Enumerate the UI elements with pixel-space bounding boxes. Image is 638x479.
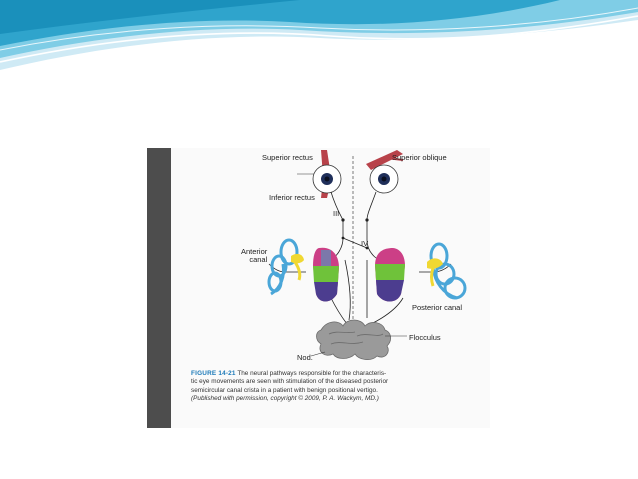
caption-line-4: (Published with permission, copyright © … — [191, 394, 379, 402]
label-superior-oblique: Superior oblique — [392, 153, 447, 162]
figure-side-bar — [147, 148, 171, 428]
caption-figure-label: FIGURE 14-21 — [191, 370, 236, 377]
right-ampulla — [427, 258, 443, 269]
figure-caption: FIGURE 14-21 The neural pathways respons… — [191, 370, 481, 403]
caption-line-3: semicircular canal crista in a patient w… — [191, 386, 378, 394]
right-vestibular-nucleus — [375, 248, 405, 302]
label-flocculus: Flocculus — [409, 333, 441, 342]
label-inferior-rectus: Inferior rectus — [269, 193, 315, 202]
label-anterior-canal: Anterior canal — [241, 247, 268, 264]
superior-oblique-muscle — [366, 150, 403, 170]
label-nerve-iii: III — [333, 209, 340, 218]
caption-line-1-text: The neural pathways responsible for the … — [237, 370, 387, 377]
caption-line-1: FIGURE 14-21 The neural pathways respons… — [191, 370, 481, 378]
right-semicircular-canals — [429, 242, 467, 300]
left-eye — [312, 164, 342, 194]
cerebellum — [316, 319, 391, 360]
left-semicircular-canals — [267, 238, 299, 296]
decorative-wave-banner — [0, 0, 638, 70]
left-vestibular-nucleus — [313, 247, 339, 302]
left-ampulla — [291, 253, 304, 264]
vestibulo-ocular-diagram — [267, 150, 467, 360]
label-nod: Nod. — [297, 353, 313, 362]
figure-frame: Superior rectus Superior oblique Inferio… — [147, 148, 490, 428]
label-superior-rectus: Superior rectus — [262, 153, 313, 162]
caption-line-2: tic eye movements are seen with stimulat… — [191, 378, 389, 386]
right-eye — [369, 164, 399, 194]
label-posterior-canal: Posterior canal — [412, 303, 463, 312]
label-nerve-iv: IV — [361, 239, 369, 248]
